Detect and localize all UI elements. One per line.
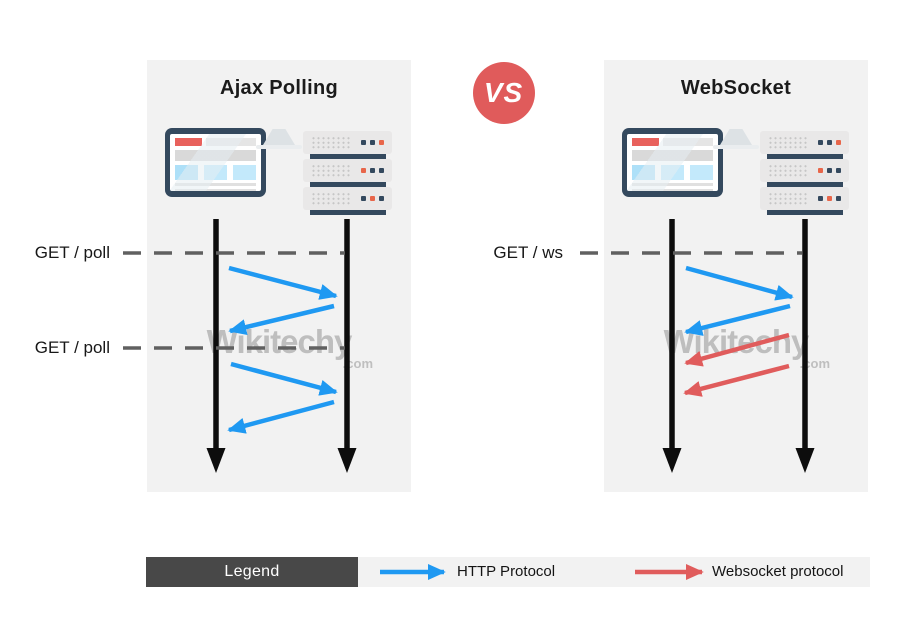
panel-title-ajax: Ajax Polling xyxy=(219,77,339,99)
legend-title-box: Legend xyxy=(146,557,358,587)
legend-item-label-http: HTTP Protocol xyxy=(457,563,556,580)
panel-websocket: WebSocket Wikitechy .com xyxy=(604,60,868,492)
request-label: GET / poll xyxy=(34,243,110,262)
request-label: GET / ws xyxy=(493,243,563,262)
vs-badge: VS xyxy=(473,62,535,124)
monitor-screen xyxy=(170,134,261,191)
watermark: Wikitechy .com xyxy=(206,323,373,371)
monitor-screen xyxy=(627,134,718,191)
panel-title-websocket: WebSocket xyxy=(680,77,792,99)
legend-strip: HTTP Protocol Websocket protocol xyxy=(358,557,870,587)
monitor-base xyxy=(713,145,759,149)
monitor-base xyxy=(256,145,302,149)
server-stack-icon xyxy=(303,131,392,215)
monitor-stand xyxy=(263,129,295,145)
panel-ajax-polling: Ajax Polling Wikitechy .com xyxy=(147,60,411,492)
browser-monitor-icon xyxy=(165,128,266,197)
server-stack-icon xyxy=(760,131,849,215)
monitor-stand xyxy=(720,129,752,145)
request-label: GET / poll xyxy=(34,338,110,357)
watermark: Wikitechy .com xyxy=(663,323,830,371)
browser-monitor-icon xyxy=(622,128,723,197)
legend-item-label-websocket: Websocket protocol xyxy=(712,563,844,580)
